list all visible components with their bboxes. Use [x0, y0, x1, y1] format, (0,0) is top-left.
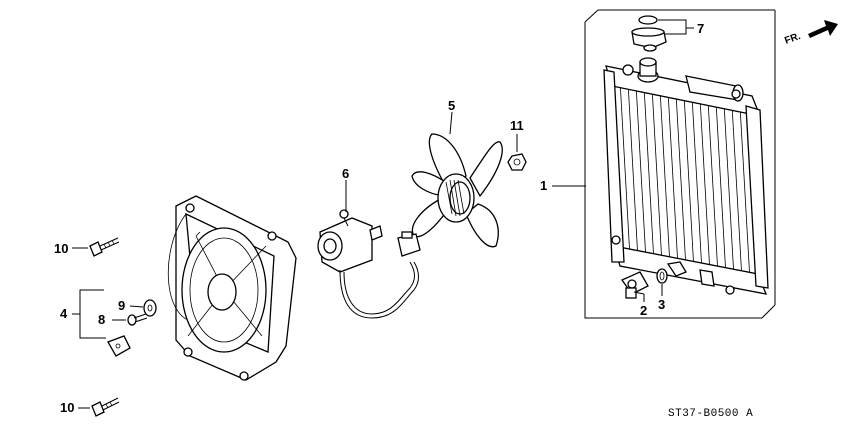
callout-4: 4	[60, 306, 68, 321]
callout-9: 9	[118, 298, 125, 313]
callout-7: 7	[697, 21, 704, 36]
fan-blade	[411, 133, 503, 248]
arrow-icon	[808, 20, 838, 38]
bolt-lower	[91, 397, 120, 417]
callouts: 1 2 3 4 5 6 7 8 9 10 10 11	[54, 21, 704, 415]
washer	[143, 299, 157, 317]
radiator-assembly	[584, 9, 776, 319]
callout-10-upper: 10	[54, 241, 68, 256]
direction-label: FR.	[783, 31, 802, 47]
radiator-cap	[631, 15, 667, 52]
o-ring	[656, 268, 668, 284]
screw	[127, 313, 148, 326]
callout-3: 3	[658, 297, 665, 312]
drain-plug	[621, 271, 649, 299]
fan-shroud	[167, 195, 297, 381]
leader-lines	[72, 19, 694, 409]
bolt-upper	[89, 237, 120, 257]
diagram-code: ST37-B0500 A	[668, 408, 753, 420]
callout-10-lower: 10	[60, 400, 74, 415]
callout-11: 11	[510, 118, 524, 133]
fan-nut	[507, 153, 527, 171]
callout-5: 5	[448, 98, 455, 113]
clip	[107, 335, 131, 357]
callout-8: 8	[98, 312, 105, 327]
callout-1: 1	[540, 178, 547, 193]
front-direction-arrow: FR.	[783, 20, 838, 47]
callout-2: 2	[640, 303, 647, 318]
callout-6: 6	[342, 166, 349, 181]
fan-motor	[317, 209, 421, 319]
